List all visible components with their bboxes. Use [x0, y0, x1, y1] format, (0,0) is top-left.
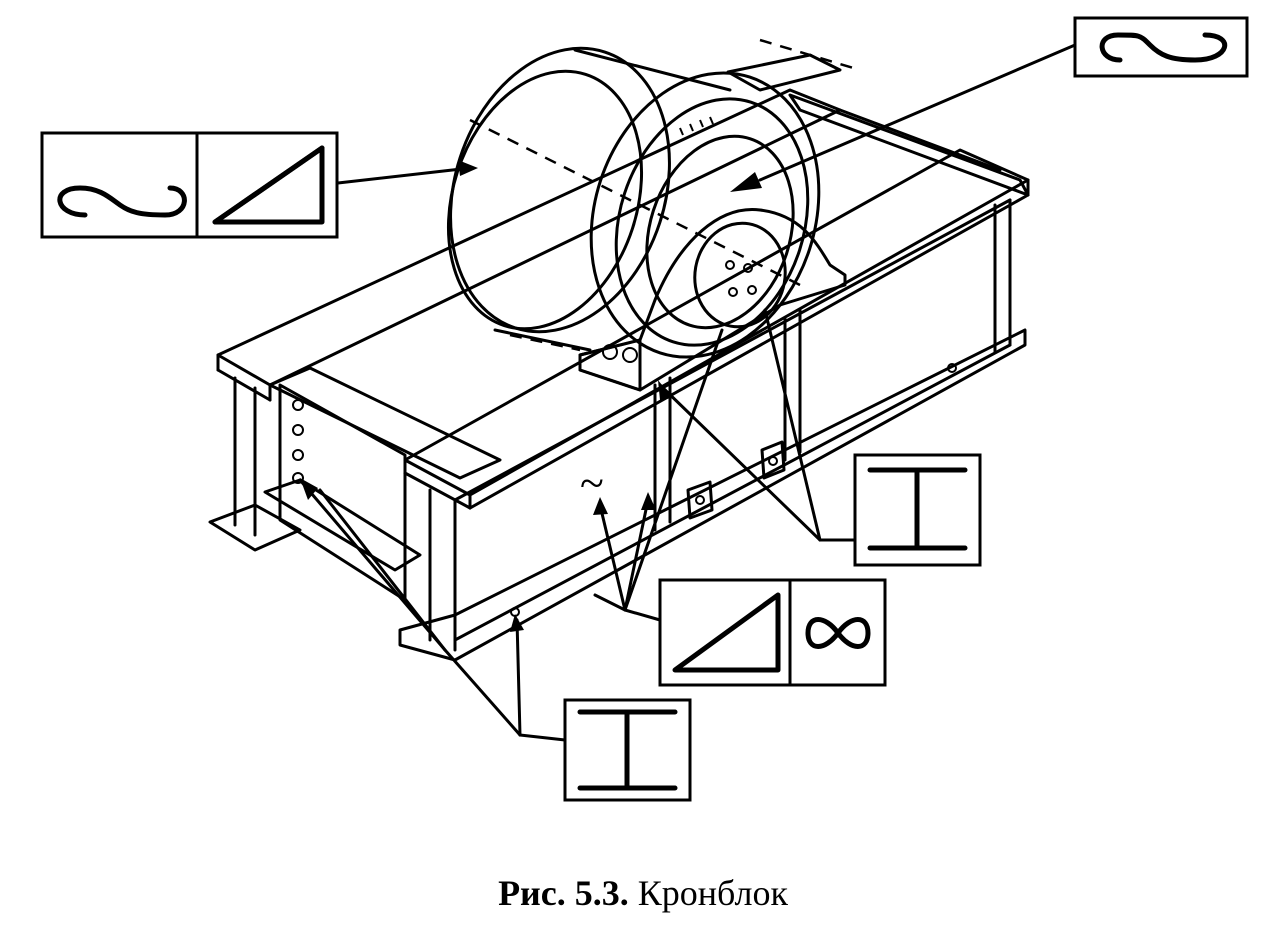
caption-prefix: Рис. 5.3.: [498, 873, 629, 913]
triangle-icon: [212, 145, 325, 225]
infinity-icon: [805, 617, 871, 649]
caption-title: Кронблок: [637, 873, 788, 913]
frame: [208, 53, 1030, 662]
crown-block-drawing: ~: [40, 16, 1249, 802]
symbol-box-bottom-middle: [658, 578, 887, 687]
s-curve-icon: [57, 185, 187, 218]
leader-lines: [298, 43, 1077, 742]
i-beam-icon: [867, 467, 968, 551]
i-beam-icon: [577, 709, 678, 791]
sheave-block: [446, 38, 861, 392]
symbol-box-left: [40, 131, 339, 239]
symbol-box-bottom-left: [563, 698, 692, 802]
symbol-box-right-middle: [853, 453, 982, 567]
triangle-icon: [672, 592, 781, 673]
sheave-rim-marks: [679, 116, 714, 136]
s-curve-icon: [1099, 32, 1228, 63]
symbol-box-top-right: [1073, 16, 1249, 78]
tilde-annotation: ~: [580, 459, 604, 508]
figure-caption: Рис. 5.3. Кронблок: [0, 872, 1286, 914]
